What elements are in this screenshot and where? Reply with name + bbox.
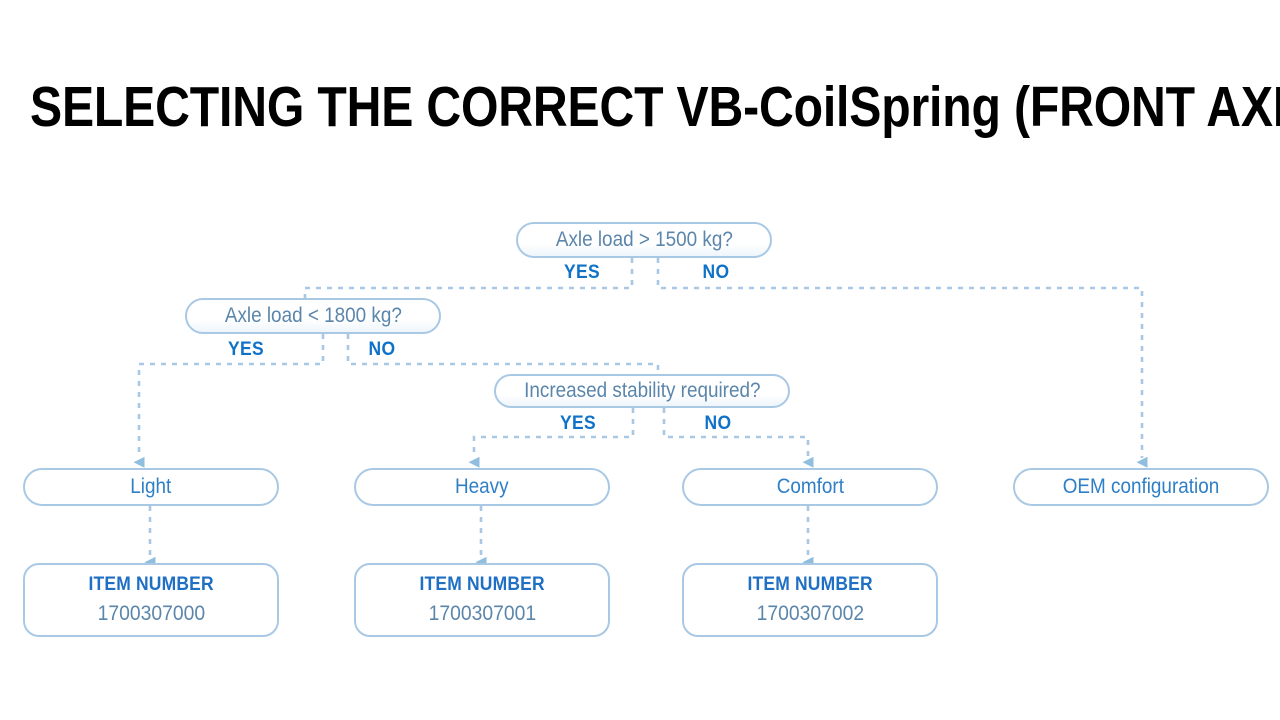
branch-label-d2-no: NO (368, 339, 396, 360)
outcome-node-oem-configuration-label: OEM configuration (1062, 475, 1220, 498)
branch-label-d3-no: NO (704, 413, 732, 434)
item-number-value-light: 1700307000 (97, 602, 205, 625)
decision-node-axle-load-1500-label: Axle load > 1500 kg? (555, 228, 733, 251)
outcome-node-heavy-label: Heavy (455, 475, 509, 498)
decision-node-axle-load-1500[interactable]: Axle load > 1500 kg? (516, 222, 772, 258)
connector-d1-no (656, 258, 1148, 468)
item-number-card-light[interactable]: ITEM NUMBER 1700307000 (23, 563, 279, 637)
outcome-node-comfort[interactable]: Comfort (682, 468, 938, 506)
decision-node-increased-stability-label: Increased stability required? (523, 379, 761, 402)
branch-label-d1-yes: YES (563, 262, 601, 283)
outcome-node-light[interactable]: Light (23, 468, 279, 506)
item-number-value-comfort: 1700307002 (756, 602, 864, 625)
branch-label-d3-yes: YES (559, 413, 597, 434)
branch-label-d2-yes: YES (227, 339, 265, 360)
item-number-title-comfort: ITEM NUMBER (747, 574, 873, 595)
branch-label-d1-no: NO (702, 262, 730, 283)
connector-d3-yes (468, 408, 635, 468)
connector-d2-yes (133, 334, 325, 468)
item-number-card-heavy[interactable]: ITEM NUMBER 1700307001 (354, 563, 610, 637)
connector-d1-yes (303, 258, 634, 302)
item-number-value-heavy: 1700307001 (428, 602, 536, 625)
outcome-node-oem-configuration[interactable]: OEM configuration (1013, 468, 1269, 506)
outcome-node-light-label: Light (130, 475, 172, 498)
item-number-title-heavy: ITEM NUMBER (419, 574, 545, 595)
decision-node-axle-load-1800[interactable]: Axle load < 1800 kg? (185, 298, 441, 334)
connector-d3-no (662, 408, 814, 468)
decision-node-increased-stability[interactable]: Increased stability required? (494, 374, 790, 408)
connector-d2-no (346, 334, 660, 376)
item-number-card-comfort[interactable]: ITEM NUMBER 1700307002 (682, 563, 938, 637)
item-number-title-light: ITEM NUMBER (88, 574, 214, 595)
decision-node-axle-load-1800-label: Axle load < 1800 kg? (224, 304, 402, 327)
outcome-node-heavy[interactable]: Heavy (354, 468, 610, 506)
outcome-node-comfort-label: Comfort (776, 475, 844, 498)
